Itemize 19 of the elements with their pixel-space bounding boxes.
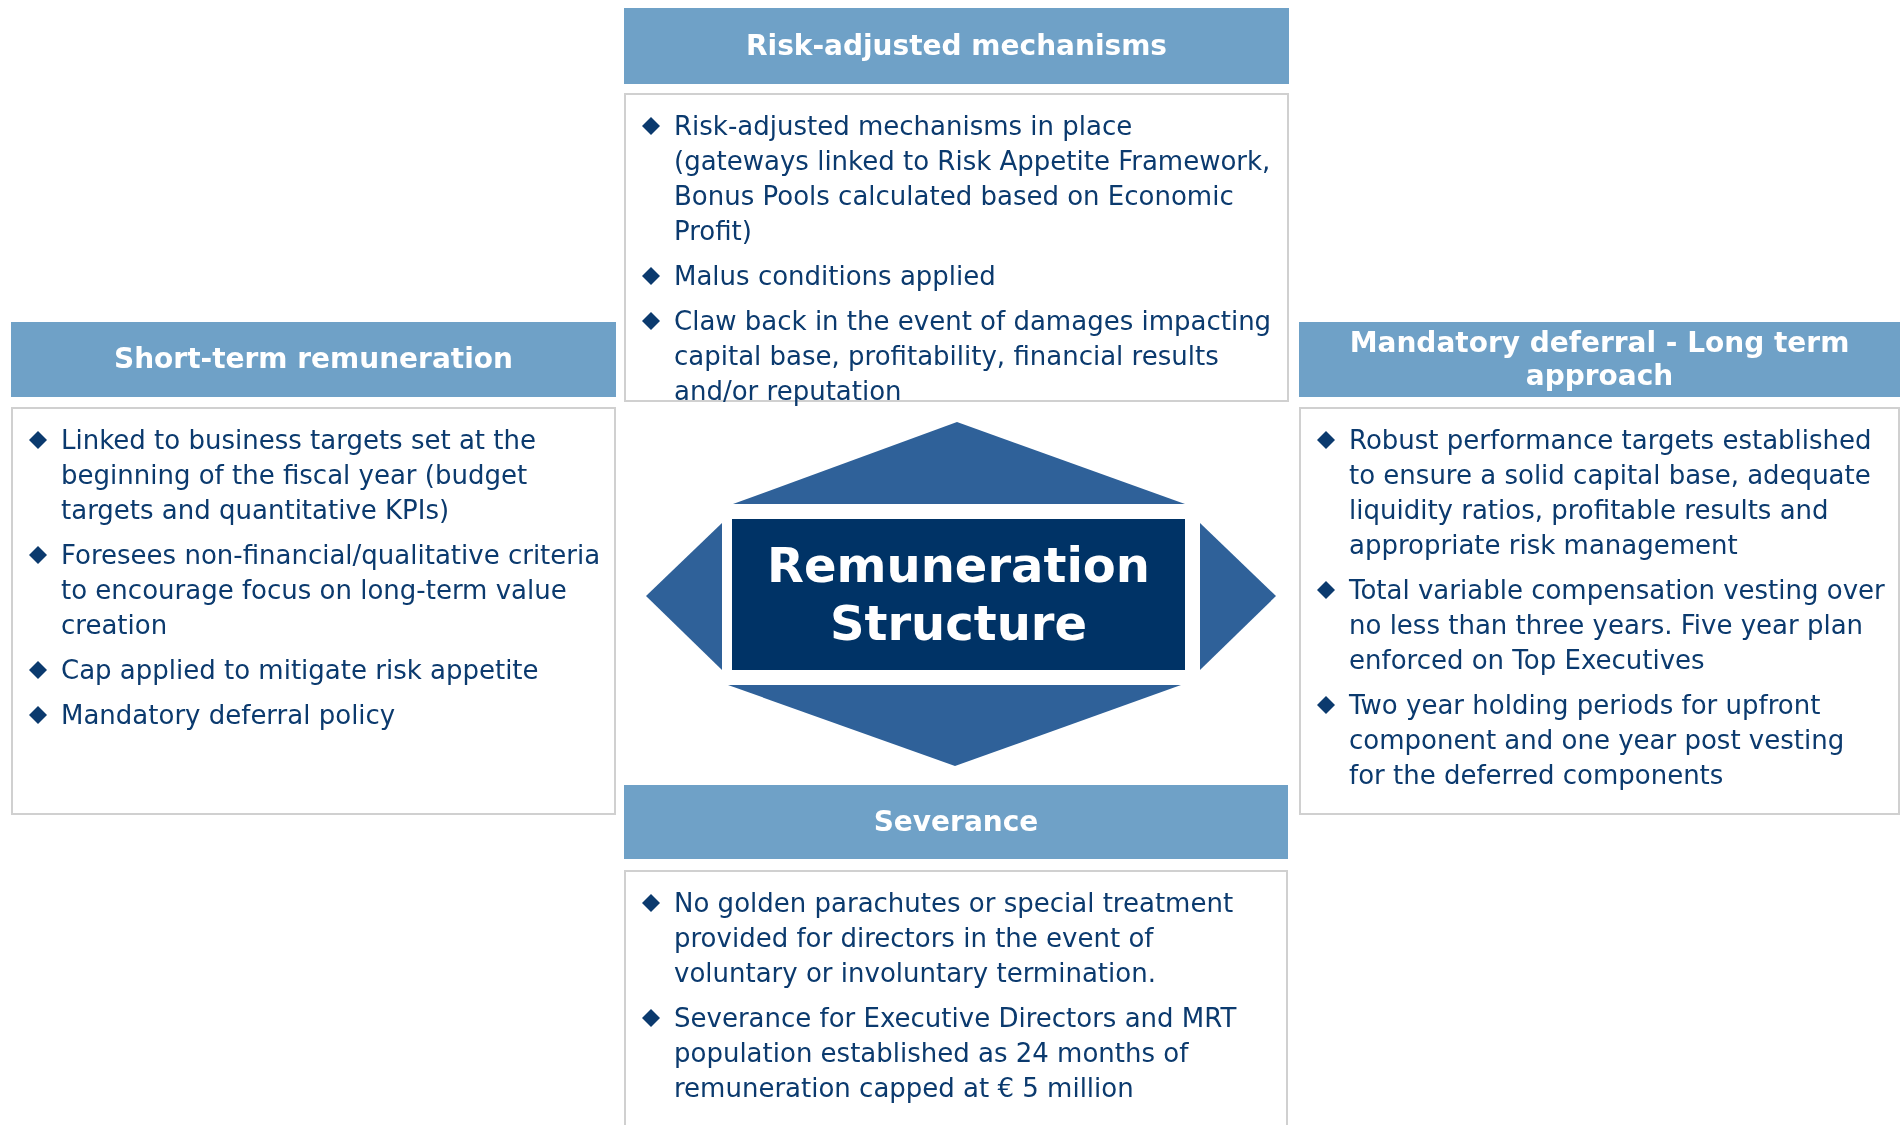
bullet-text: Robust performance targets established to ensure a solid capital base, adequate liquidity ratios, profitable results and appropriate risk management: [1349, 424, 1873, 562]
section-header: Mandatory deferral - Long term approach: [1299, 322, 1900, 397]
section-header: Risk-adjusted mechanisms: [624, 8, 1289, 84]
bullet-text: Foresees non-financial/qualitative criteria to encourage focus on long-term value creation: [61, 539, 602, 642]
bullet-text: Risk-adjusted mechanisms in place (gateways linked to Risk Appetite Framework, Bonus Pools calculated based on Economic Profit): [674, 110, 1272, 248]
bullet-list-card: [11, 407, 616, 815]
bullet-list-card: [1299, 407, 1900, 815]
bullet-list-card: [624, 870, 1288, 1125]
bullet-text: Two year holding periods for upfront component and one year post vesting for the deferred components: [1349, 689, 1846, 792]
bullet-text: Mandatory deferral policy: [61, 699, 396, 732]
bullet-text: Linked to business targets set at the beginning of the fiscal year (budget targets and quantitative KPIs): [61, 424, 537, 527]
bullet-text: Severance for Executive Directors and MRT population established as 24 months of remuneration capped at € 5 million: [674, 1002, 1238, 1105]
section-header: Short-term remuneration: [11, 322, 616, 397]
section-header: Severance: [624, 785, 1288, 859]
bullet-text: Cap applied to mitigate risk appetite: [61, 654, 539, 687]
bullet-text: No golden parachutes or special treatment provided for directors in the event of voluntary or involuntary termination.: [674, 887, 1235, 990]
bullet-text: Total variable compensation vesting over no less than three years. Five year plan enforced on Top Executives: [1349, 574, 1886, 677]
bullet-text: Claw back in the event of damages impacting capital base, profitability, financial results and/or reputation: [674, 305, 1273, 408]
bullet-text: Malus conditions applied: [674, 260, 996, 293]
